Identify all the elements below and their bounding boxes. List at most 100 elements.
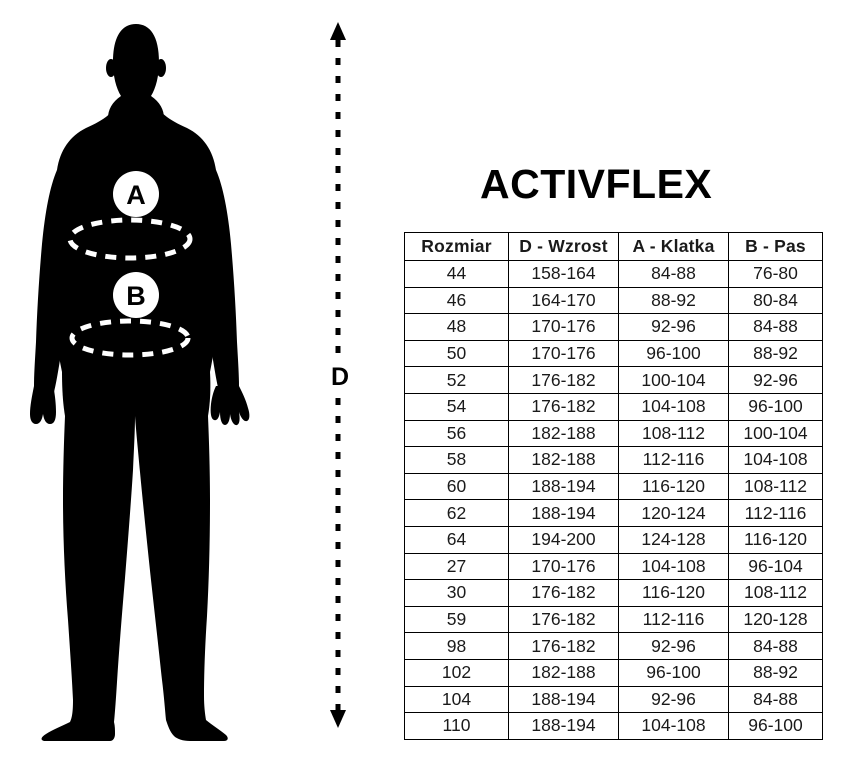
height-arrow-svg — [330, 22, 346, 728]
cell-waist: 96-104 — [728, 552, 823, 581]
cell-waist: 104-108 — [728, 446, 823, 474]
cell-waist: 108-112 — [728, 579, 823, 607]
cell-height: 182-188 — [508, 658, 619, 687]
cell-size: 50 — [404, 339, 509, 368]
cell-size: 110 — [404, 712, 509, 740]
cell-height: 176-182 — [508, 579, 619, 607]
column-header-size: Rozmiar — [404, 232, 509, 261]
cell-chest: 96-100 — [618, 339, 729, 368]
height-dimension-label: D — [305, 362, 375, 392]
chest-marker-a: A — [113, 171, 159, 217]
cell-height: 188-194 — [508, 685, 619, 714]
cell-waist: 116-120 — [728, 525, 823, 554]
cell-height: 164-170 — [508, 286, 619, 315]
cell-waist: 80-84 — [728, 286, 823, 315]
height-dimension-arrow: D — [305, 0, 375, 764]
cell-chest: 112-116 — [618, 446, 729, 474]
silhouette-figure: A B — [0, 0, 300, 764]
column-header-waist: B - Pas — [728, 232, 823, 261]
cell-height: 170-176 — [508, 339, 619, 368]
silhouette-svg: A B — [30, 24, 250, 741]
waist-measure-ellipse — [69, 318, 191, 358]
cell-chest: 92-96 — [618, 632, 729, 660]
cell-size: 58 — [404, 446, 509, 474]
cell-height: 194-200 — [508, 525, 619, 554]
cell-size: 54 — [404, 392, 509, 421]
cell-size: 27 — [404, 552, 509, 581]
cell-chest: 92-96 — [618, 685, 729, 714]
chest-measure-ellipse — [67, 217, 193, 261]
cell-chest: 84-88 — [618, 260, 729, 288]
cell-size: 102 — [404, 658, 509, 687]
cell-size: 30 — [404, 579, 509, 607]
waist-marker-label: B — [126, 281, 146, 311]
cell-height: 188-194 — [508, 712, 619, 740]
waist-marker-b: B — [113, 272, 159, 318]
cell-size: 64 — [404, 525, 509, 554]
cell-chest: 108-112 — [618, 419, 729, 448]
cell-chest: 96-100 — [618, 658, 729, 687]
cell-chest: 116-120 — [618, 579, 729, 607]
cell-size: 98 — [404, 632, 509, 660]
size-chart-table: Rozmiar D - Wzrost A - Klatka B - Pas 44… — [404, 232, 823, 740]
cell-chest: 124-128 — [618, 525, 729, 554]
cell-size: 52 — [404, 366, 509, 394]
cell-waist: 84-88 — [728, 632, 823, 660]
cell-waist: 84-88 — [728, 685, 823, 714]
cell-waist: 76-80 — [728, 260, 823, 288]
cell-waist: 120-128 — [728, 605, 823, 634]
cell-chest: 92-96 — [618, 313, 729, 341]
cell-chest: 116-120 — [618, 472, 729, 501]
cell-waist: 96-100 — [728, 712, 823, 740]
cell-waist: 88-92 — [728, 339, 823, 368]
cell-chest: 120-124 — [618, 499, 729, 527]
chest-marker-label: A — [126, 180, 146, 210]
cell-size: 48 — [404, 313, 509, 341]
cell-size: 56 — [404, 419, 509, 448]
cell-size: 59 — [404, 605, 509, 634]
cell-height: 176-182 — [508, 632, 619, 660]
cell-size: 60 — [404, 472, 509, 501]
cell-height: 158-164 — [508, 260, 619, 288]
column-header-chest: A - Klatka — [618, 232, 729, 261]
cell-chest: 104-108 — [618, 552, 729, 581]
cell-height: 188-194 — [508, 472, 619, 501]
cell-height: 182-188 — [508, 446, 619, 474]
column-header-height: D - Wzrost — [508, 232, 619, 261]
cell-waist: 92-96 — [728, 366, 823, 394]
cell-waist: 108-112 — [728, 472, 823, 501]
cell-chest: 112-116 — [618, 605, 729, 634]
cell-size: 62 — [404, 499, 509, 527]
cell-chest: 104-108 — [618, 392, 729, 421]
cell-height: 176-182 — [508, 366, 619, 394]
cell-height: 182-188 — [508, 419, 619, 448]
arrow-head-down — [330, 710, 346, 728]
cell-size: 104 — [404, 685, 509, 714]
cell-chest: 104-108 — [618, 712, 729, 740]
cell-height: 170-176 — [508, 552, 619, 581]
cell-chest: 88-92 — [618, 286, 729, 315]
cell-waist: 88-92 — [728, 658, 823, 687]
arrow-head-up — [330, 22, 346, 40]
cell-height: 170-176 — [508, 313, 619, 341]
cell-waist: 112-116 — [728, 499, 823, 527]
cell-size: 44 — [404, 260, 509, 288]
